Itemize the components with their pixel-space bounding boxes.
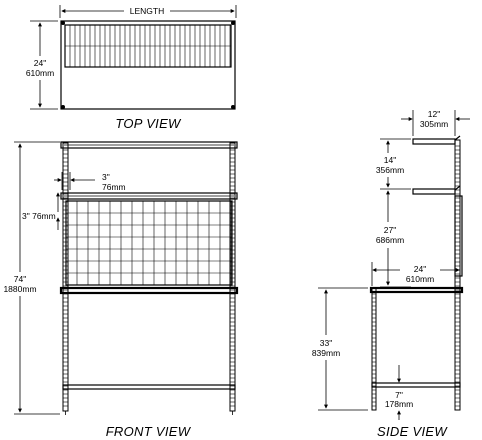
upper-gap-mm: 686mm <box>376 235 404 245</box>
work-height-in: 33" <box>320 338 332 348</box>
side-depth-mm: 610mm <box>406 274 434 284</box>
top-shelf-wires <box>65 25 231 67</box>
side-shelf-1-bracket <box>454 135 461 141</box>
side-upper-shelf-1 <box>412 138 456 145</box>
shelf-depth-in: 12" <box>428 109 440 119</box>
side-bottom-shelf <box>371 382 461 388</box>
post-top-left <box>61 21 65 25</box>
post-bottom-right <box>231 105 235 109</box>
inset-mm: 76mm <box>102 182 126 192</box>
wire-grid-lines <box>66 201 232 285</box>
side-view-caption: SIDE VIEW <box>377 424 448 439</box>
wire-grid-panel <box>65 200 233 286</box>
post-top-right <box>231 21 235 25</box>
side-gap-label: 3" 76mm <box>22 211 56 221</box>
front-view-caption: FRONT VIEW <box>106 424 192 439</box>
length-label: LENGTH <box>130 6 164 16</box>
side-depth-in: 24" <box>414 264 426 274</box>
front-view: 3" 76mm 3" 76mm 74" 1880mm FRONT VIEW <box>3 141 239 439</box>
height-mm: 1880mm <box>3 284 36 294</box>
front-top-shelf <box>60 141 238 149</box>
top-view: LENGTH 24" 610mm TOP VIEW <box>26 5 237 131</box>
front-work-surface <box>59 286 239 295</box>
height-in: 74" <box>14 274 26 284</box>
shelf-spacing-mm: 356mm <box>376 165 404 175</box>
shelf-spacing-in: 14" <box>384 155 396 165</box>
depth-mm: 610mm <box>26 68 54 78</box>
side-grid-panel <box>454 195 463 277</box>
front-middle-shelf <box>60 192 238 200</box>
side-upper-shelf-2 <box>412 188 456 195</box>
bottom-in: 7" <box>395 390 403 400</box>
upper-gap-in: 27" <box>384 225 396 235</box>
inset-in: 3" <box>102 172 110 182</box>
bottom-mm: 178mm <box>385 399 413 409</box>
side-work-surface <box>369 286 464 294</box>
side-shelf-2-bracket <box>454 185 461 191</box>
shelf-depth-mm: 305mm <box>420 119 448 129</box>
side-view: 12" 305mm 14" 356mm 27" 686mm 24" 610mm … <box>312 109 470 439</box>
top-shelf-outline <box>60 20 236 110</box>
work-height-mm: 839mm <box>312 348 340 358</box>
depth-in: 24" <box>34 58 46 68</box>
front-bottom-shelf <box>62 384 236 390</box>
post-bottom-left <box>61 105 65 109</box>
top-view-caption: TOP VIEW <box>115 116 182 131</box>
side-post-rear <box>454 139 461 411</box>
